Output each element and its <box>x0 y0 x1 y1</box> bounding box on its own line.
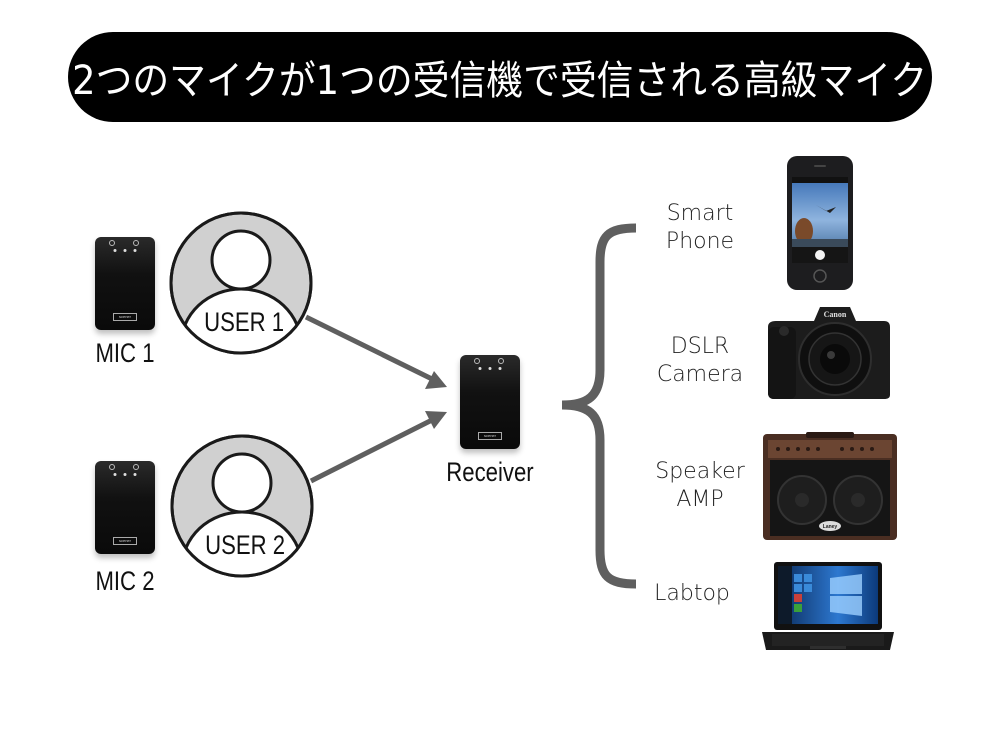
receiver-device: scener <box>460 355 520 449</box>
title-banner: 2つのマイクが1つの受信機で受信される高級マイク <box>68 32 932 122</box>
output-label-laptop: Labtop <box>654 581 730 606</box>
brace <box>561 223 637 589</box>
user-2-label: USER 2 <box>205 530 286 560</box>
device-leds <box>113 473 137 476</box>
arrow-user1-to-receiver <box>304 314 447 389</box>
receiver-label: Receiver <box>446 457 534 487</box>
camera-brand-text: Canon <box>824 310 847 319</box>
mic-2-device: scener <box>95 461 155 554</box>
output-label-smartphone: Smart Phone <box>665 201 735 254</box>
amp-brand-text: Laney <box>823 524 838 530</box>
mic-1-label: MIC 1 <box>95 338 155 368</box>
user-2-icon <box>170 434 314 578</box>
dslr-camera-icon: Canon <box>768 307 890 399</box>
mic-2-label: MIC 2 <box>95 566 155 596</box>
device-leds <box>478 367 502 370</box>
mic-1-device: scener <box>95 237 155 330</box>
device-status-icons <box>109 464 139 470</box>
arrow-user2-to-receiver <box>309 411 447 484</box>
output-label-speaker-amp: Speaker AMP <box>655 459 745 512</box>
smartphone-icon <box>787 156 853 290</box>
device-leds <box>113 249 137 252</box>
device-brand-badge: scener <box>113 313 137 321</box>
device-brand-badge: scener <box>113 537 137 545</box>
device-status-icons <box>474 358 504 364</box>
speaker-amp-icon: Laney <box>763 432 897 540</box>
laptop-icon <box>762 562 894 650</box>
device-status-icons <box>109 240 139 246</box>
device-brand-badge: scener <box>478 432 502 440</box>
user-1-label: USER 1 <box>204 307 285 337</box>
output-label-dslr: DSLR Camera <box>656 334 744 387</box>
page-title: 2つのマイクが1つの受信機で受信される高級マイク <box>72 58 928 104</box>
